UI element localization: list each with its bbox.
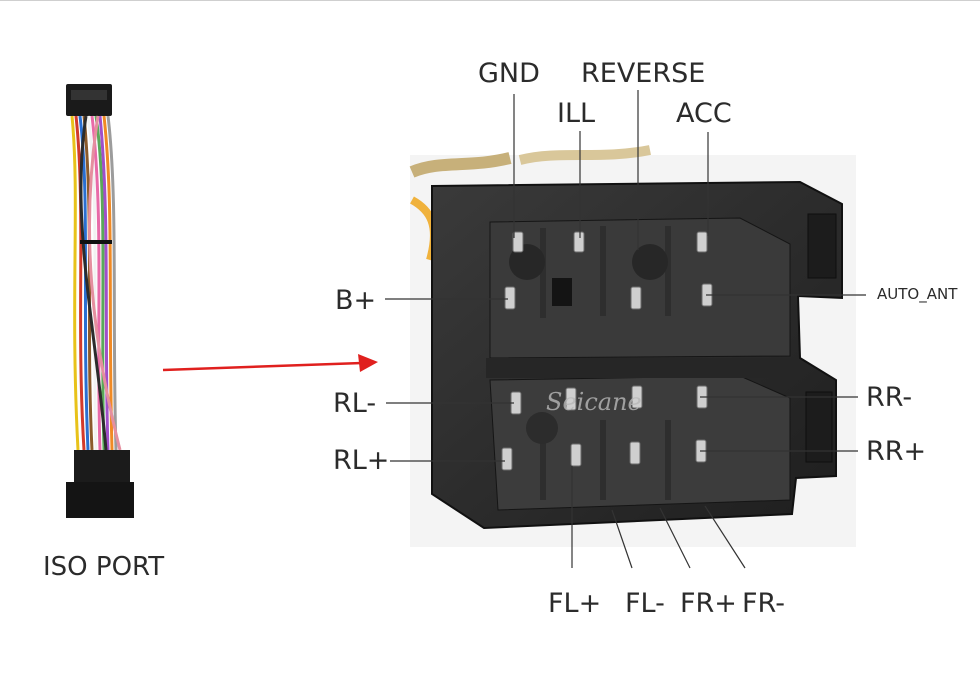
label-ill: ILL — [557, 98, 596, 129]
harness-bottom-connector-lower — [66, 482, 134, 518]
label-rr-minus: RR- — [866, 382, 913, 413]
watermark: Seicane — [546, 388, 642, 416]
leader-lines — [385, 90, 866, 569]
label-acc: ACC — [676, 98, 732, 129]
iso-harness-illustration — [66, 84, 134, 518]
zip-tie — [80, 240, 112, 244]
top-divider — [0, 0, 980, 1]
connector-pins-lower — [501, 385, 708, 471]
pointer-arrow — [162, 354, 378, 372]
connector-pins-upper — [504, 231, 713, 310]
label-fr-plus: FR+ — [680, 588, 737, 619]
label-auto-ant: AUTO_ANT — [877, 285, 958, 303]
harness-wires — [70, 115, 122, 451]
label-gnd: GND — [478, 58, 540, 89]
label-rr-plus: RR+ — [866, 436, 927, 467]
harness-bottom-connector-upper — [74, 450, 130, 484]
label-rl-plus: RL+ — [333, 445, 390, 476]
label-b-plus: B+ — [335, 285, 377, 316]
label-fl-plus: FL+ — [548, 588, 602, 619]
iso-connector — [431, 180, 843, 530]
label-rl-minus: RL- — [333, 388, 377, 419]
label-reverse: REVERSE — [581, 58, 706, 89]
label-fr-minus: FR- — [742, 588, 785, 619]
label-fl-minus: FL- — [625, 588, 665, 619]
label-iso-port: ISO PORT — [43, 552, 165, 582]
